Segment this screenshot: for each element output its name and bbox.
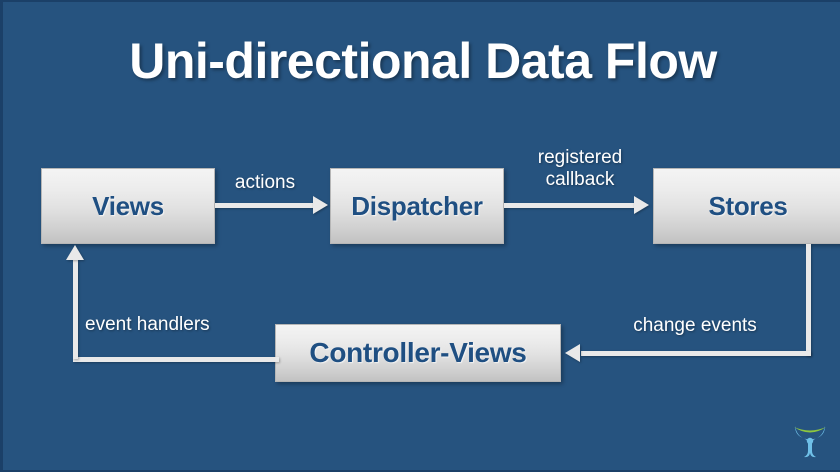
edge-dispatcher-stores-arrowhead [634,196,649,214]
node-dispatcher-label: Dispatcher [351,190,483,221]
edge-views-dispatcher-line [215,203,315,208]
edge-label-event-handlers: event handlers [85,314,210,335]
edge-label-registered-callback: registered callback [537,147,623,190]
node-controller-views[interactable]: Controller-Views [275,324,561,382]
edge-label-change-events: change events [633,315,757,336]
logo-arc-icon [794,427,826,433]
node-stores[interactable]: Stores [653,168,840,244]
edge-stores-controller-hline [581,351,811,356]
edge-controller-views-hline [73,357,279,362]
edge-dispatcher-stores-line [504,203,636,208]
node-stores-label: Stores [708,190,788,221]
node-controller-views-label: Controller-Views [309,337,527,368]
edge-controller-views-arrowhead [66,245,84,260]
node-views[interactable]: Views [41,168,215,244]
node-views-label: Views [92,190,164,221]
page-title: Uni-directional Data Flow [129,33,717,89]
edge-label-actions: actions [234,172,296,193]
edge-stores-controller-vline [806,244,811,356]
edge-stores-controller-arrowhead [565,344,580,362]
edge-controller-views-vline [73,260,78,359]
logo-head-icon [806,437,814,445]
company-logo [794,426,826,458]
edge-views-dispatcher-arrowhead [313,196,328,214]
node-dispatcher[interactable]: Dispatcher [330,168,504,244]
